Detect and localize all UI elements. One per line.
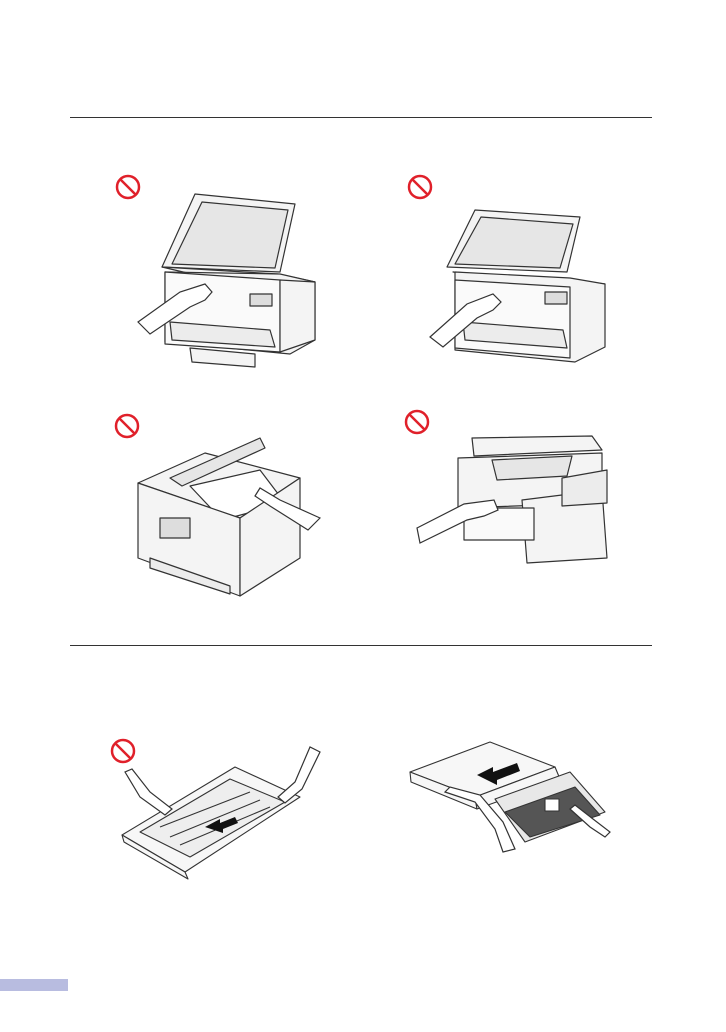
prohibition-icon — [117, 176, 139, 198]
illustration-paper-tray-push-paper — [110, 737, 325, 887]
illustration-printer-interior — [405, 172, 635, 377]
section-divider-middle — [70, 645, 652, 646]
illustration-paper-tray-guide — [405, 737, 620, 857]
prohibition-icon — [406, 411, 428, 433]
illustration-scanner-glass — [110, 172, 340, 377]
section-divider-top — [70, 117, 652, 118]
prohibition-icon — [116, 415, 138, 437]
illustration-front-slot — [402, 408, 632, 578]
page-footer-tab — [0, 979, 68, 991]
prohibition-icon — [112, 740, 134, 762]
illustration-document-feeder — [110, 408, 340, 608]
prohibition-icon — [409, 176, 431, 198]
